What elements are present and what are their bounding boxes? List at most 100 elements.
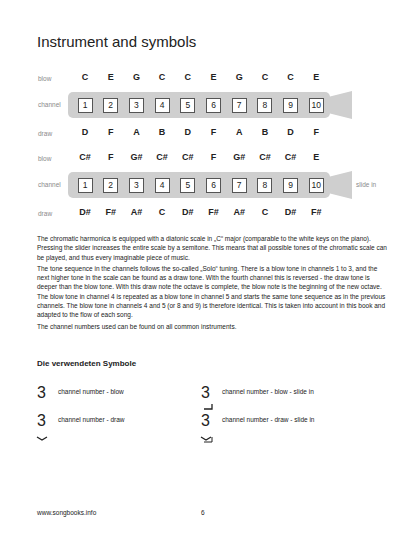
channel-number: 4 bbox=[160, 181, 165, 190]
section-heading: Die verwendeten Symbole bbox=[37, 359, 136, 368]
symbol-number: 3 bbox=[201, 412, 210, 430]
channel-box: 8 bbox=[257, 98, 272, 113]
draw-note: A# bbox=[131, 207, 143, 217]
channel-number: 10 bbox=[312, 181, 321, 190]
draw-note: F# bbox=[105, 207, 116, 217]
blow-note: C bbox=[185, 72, 192, 82]
draw-note: D# bbox=[285, 207, 297, 217]
blow-note: G bbox=[236, 72, 243, 82]
blow-note: E bbox=[108, 72, 114, 82]
channel-number: 8 bbox=[263, 101, 268, 110]
blow-note: G# bbox=[130, 152, 142, 162]
row-label: channel bbox=[38, 181, 61, 188]
channel-box: 1 bbox=[78, 178, 93, 193]
channel-number: 2 bbox=[108, 181, 113, 190]
body-paragraph: The chromatic harmonica is equipped with… bbox=[37, 234, 387, 262]
symbol-description: channel number - blow - slide in bbox=[222, 388, 314, 395]
channel-box: 6 bbox=[206, 98, 221, 113]
channel-number: 9 bbox=[288, 181, 293, 190]
blow-note: E bbox=[313, 72, 319, 82]
channel-box: 2 bbox=[103, 178, 118, 193]
channel-box: 9 bbox=[283, 178, 298, 193]
draw-note: F# bbox=[208, 207, 219, 217]
blow-note: F bbox=[108, 152, 114, 162]
channel-box: 4 bbox=[155, 98, 170, 113]
draw-note: B bbox=[262, 127, 269, 137]
body-paragraph: The channel numbers used can be found on… bbox=[37, 322, 387, 331]
channel-number: 3 bbox=[134, 101, 139, 110]
row-label: draw bbox=[38, 210, 52, 217]
page-number: 6 bbox=[201, 509, 205, 516]
draw-note: C bbox=[159, 207, 166, 217]
blow-note: C# bbox=[259, 152, 271, 162]
channel-box: 3 bbox=[129, 178, 144, 193]
symbol-number: 3 bbox=[37, 412, 46, 430]
channel-box: 10 bbox=[309, 178, 324, 193]
blow-note: C bbox=[262, 72, 269, 82]
channel-number: 5 bbox=[185, 181, 190, 190]
draw-note: D# bbox=[79, 207, 91, 217]
channel-box: 7 bbox=[232, 178, 247, 193]
blow-note: F bbox=[211, 152, 217, 162]
symbol-description: channel number - draw - slide in bbox=[222, 416, 315, 423]
draw-note: A bbox=[133, 127, 140, 137]
draw-note: F bbox=[314, 127, 320, 137]
blow-note: C bbox=[82, 72, 89, 82]
blow-note: E bbox=[210, 72, 216, 82]
draw-note: A# bbox=[233, 207, 245, 217]
channel-number: 2 bbox=[108, 101, 113, 110]
draw-note: F bbox=[108, 127, 114, 137]
draw-note: C bbox=[262, 207, 269, 217]
channel-number: 4 bbox=[160, 101, 165, 110]
channel-box: 9 bbox=[283, 98, 298, 113]
harmonica-body bbox=[68, 91, 352, 119]
footer-url: www.songbooks.info bbox=[37, 509, 96, 516]
channel-number: 9 bbox=[288, 101, 293, 110]
blow-note: G# bbox=[233, 152, 245, 162]
body-paragraph: The tone sequence in the channels follow… bbox=[37, 264, 387, 320]
symbol-description: channel number - draw bbox=[58, 416, 124, 423]
draw-note: D# bbox=[182, 207, 194, 217]
channel-number: 7 bbox=[237, 101, 242, 110]
channel-number: 5 bbox=[185, 101, 190, 110]
draw-note: D bbox=[287, 127, 294, 137]
row-label: channel bbox=[38, 101, 61, 108]
channel-box: 10 bbox=[309, 98, 324, 113]
symbol-description: channel number - blow bbox=[58, 388, 124, 395]
draw-note: F# bbox=[311, 207, 322, 217]
channel-box: 5 bbox=[180, 178, 195, 193]
channel-number: 1 bbox=[83, 101, 88, 110]
row-label: blow bbox=[38, 155, 51, 162]
row-label: draw bbox=[38, 130, 52, 137]
channel-box: 3 bbox=[129, 98, 144, 113]
row-label: blow bbox=[38, 75, 51, 82]
blow-note: C# bbox=[285, 152, 297, 162]
harmonica-body bbox=[68, 171, 352, 199]
channel-number: 8 bbox=[263, 181, 268, 190]
draw-note: B bbox=[159, 127, 166, 137]
blow-note: E bbox=[313, 152, 319, 162]
blow-note: C# bbox=[182, 152, 194, 162]
channel-box: 6 bbox=[206, 178, 221, 193]
blow-note: C bbox=[159, 72, 166, 82]
blow-note: C bbox=[287, 72, 294, 82]
blow-note: C# bbox=[79, 152, 91, 162]
channel-box: 1 bbox=[78, 98, 93, 113]
blow-note: G bbox=[133, 72, 140, 82]
channel-number: 3 bbox=[134, 181, 139, 190]
channel-box: 7 bbox=[232, 98, 247, 113]
channel-number: 6 bbox=[211, 101, 216, 110]
channel-number: 1 bbox=[83, 181, 88, 190]
draw-note: D bbox=[82, 127, 89, 137]
symbol-number: 3 bbox=[37, 384, 46, 402]
channel-number: 7 bbox=[237, 181, 242, 190]
channel-number: 10 bbox=[312, 101, 321, 110]
channel-box: 2 bbox=[103, 98, 118, 113]
channel-box: 8 bbox=[257, 178, 272, 193]
draw-note: D bbox=[185, 127, 192, 137]
symbol-number: 3 bbox=[201, 384, 210, 402]
page-title: Instrument and symbols bbox=[37, 33, 196, 50]
draw-note: F bbox=[211, 127, 217, 137]
slide-label: slide in bbox=[356, 181, 380, 189]
channel-box: 4 bbox=[155, 178, 170, 193]
